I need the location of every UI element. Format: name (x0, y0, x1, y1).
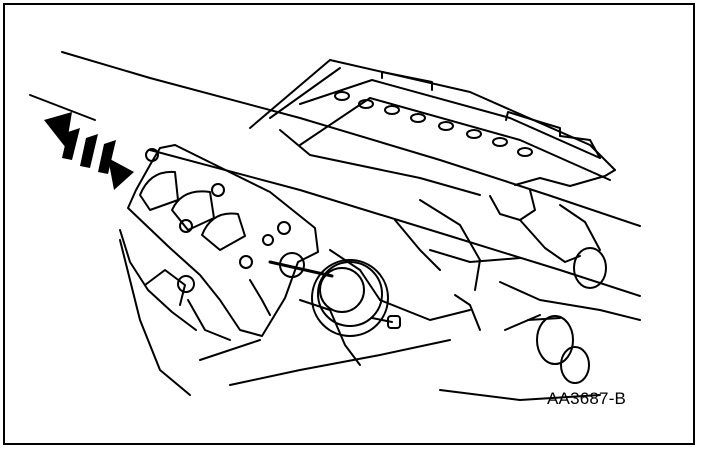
figure-label: AA3687-B (547, 389, 627, 408)
lower-crankcase (119, 199, 481, 366)
double-arrow-icon (44, 112, 134, 190)
engine-block (29, 51, 641, 401)
figure-frame (3, 3, 695, 445)
rocker-rail (249, 59, 616, 263)
crankshaft-bracket (127, 144, 319, 337)
crank-pulley (504, 247, 607, 384)
dial-indicator-icon (268, 252, 401, 337)
